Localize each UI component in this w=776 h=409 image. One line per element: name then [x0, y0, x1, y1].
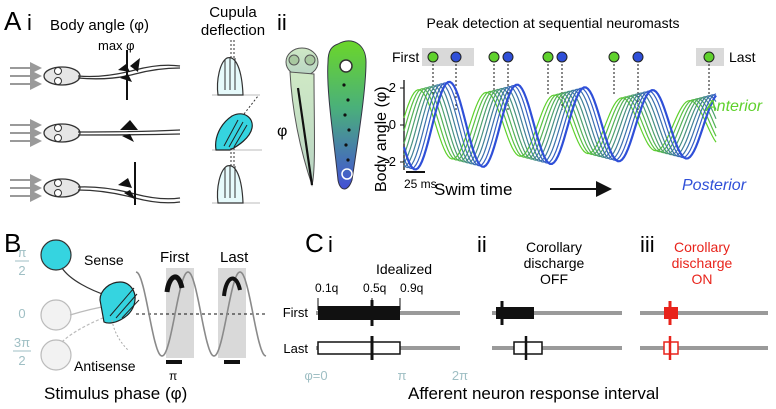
panel-letter-b: B: [4, 228, 21, 258]
pi-label: π: [169, 369, 177, 383]
last-response-bar: [317, 341, 401, 355]
first-label: First: [160, 249, 190, 266]
q-label: 0.1q: [315, 281, 338, 295]
anterior-label: Anterior: [705, 98, 763, 115]
row-label-last: Last: [283, 341, 308, 356]
fish-row-1: [10, 38, 260, 100]
cd-on-title-2: discharge: [672, 255, 733, 271]
phase-label-den: 2: [18, 353, 25, 368]
last-response-highlight: [222, 276, 242, 297]
cupula-title-line1: Cupula: [209, 4, 257, 21]
panel-c-i-numeral: i: [328, 232, 333, 257]
stimulus-sine: [135, 271, 267, 357]
cd-off-last-bar: [513, 341, 543, 355]
body-angle-trace: [403, 85, 717, 164]
first-response-bar: [318, 306, 400, 320]
phase-label-zero: 0: [18, 306, 25, 321]
q-label: 0.5q: [363, 281, 386, 295]
last-label: Last: [729, 49, 756, 65]
cd-on-title-3: ON: [692, 271, 713, 287]
body-angle-title: Body angle (φ): [50, 17, 149, 34]
posterior-peak-dot: [502, 51, 514, 63]
cupula-cyan-icon: [99, 281, 136, 324]
cupula-title-line2: deflection: [201, 22, 265, 39]
anterior-peak-dot: [488, 51, 500, 63]
x-axis-label: Swim time: [434, 180, 512, 199]
q-label: 0.9q: [400, 281, 423, 295]
fish-row-3: [10, 148, 260, 205]
phi-label: φ: [277, 123, 287, 140]
peak-markers: [427, 51, 715, 110]
anterior-peak-dot: [703, 51, 715, 63]
panel-c-iii-numeral: iii: [640, 232, 655, 257]
antisense-label: Antisense: [74, 358, 136, 374]
y-axis-label: Body angle (φ): [373, 86, 390, 192]
cupula-deflected-icon: [215, 113, 253, 151]
axis-tick: φ=0: [304, 368, 327, 383]
posterior-peak-dot: [450, 51, 462, 63]
panel-a-i-numeral: i: [27, 10, 32, 35]
hair-cell-diagram: [40, 239, 140, 371]
cd-off-first-bar: [496, 307, 534, 319]
stimulus-phase-label: Stimulus phase (φ): [44, 384, 187, 403]
panel-c-ii-numeral: ii: [477, 232, 487, 257]
fish-head-icon: [43, 123, 81, 143]
y-tick-label: 0: [389, 117, 396, 132]
body-axis-line: [296, 87, 314, 186]
axis-tick: 2π: [452, 368, 468, 383]
scale-bar-label: 25 ms: [404, 177, 437, 191]
posterior-label: Posterior: [682, 177, 747, 194]
phase-axis-ticks: φ=0 π 2π: [304, 368, 468, 383]
anterior-peak-dot: [542, 51, 554, 63]
phase-label-den: 2: [18, 263, 25, 278]
larva-dorsal-view: [327, 40, 367, 190]
body-angle-trace: [403, 82, 717, 170]
phase-label-num: π: [18, 245, 27, 260]
idealized-title: Idealized: [376, 261, 432, 277]
anterior-peak-dot: [427, 51, 439, 63]
y-tick-label: -2: [384, 154, 396, 169]
sense-neuron-icon: [40, 239, 72, 271]
neuron-zero-icon: [40, 299, 72, 331]
axis-tick: π: [398, 368, 407, 383]
peak-detection-title: Peak detection at sequential neuromasts: [427, 15, 680, 31]
anterior-peak-dot: [608, 51, 620, 63]
body-angle-trace: [402, 80, 717, 171]
row-label-first: First: [283, 305, 309, 320]
q-labels: 0.1q 0.5q 0.9q: [315, 281, 423, 295]
first-label: First: [392, 49, 419, 65]
cd-on-title-1: Corollary: [674, 239, 730, 255]
body-angle-trace: [403, 86, 717, 163]
body-angle-traces: [402, 80, 717, 171]
body-angle-trace: [403, 88, 717, 161]
y-tick-label: 2: [389, 80, 396, 95]
larva-side-view: φ: [277, 47, 319, 187]
fish-head-icon: [43, 178, 81, 198]
fish-head-icon: [43, 66, 81, 86]
last-label: Last: [220, 249, 249, 266]
phase-labels: π 2 0 3π 2: [13, 245, 31, 368]
y-ticks: 2 0 -2: [384, 80, 404, 169]
panel-letter-c: C: [305, 228, 324, 258]
sense-label: Sense: [84, 252, 124, 268]
antisense-neuron-icon: [40, 339, 72, 371]
fish-row-2: [10, 95, 262, 151]
posterior-peak-dot: [556, 51, 568, 63]
last-phase-window: [218, 268, 246, 358]
cd-off-title-2: discharge: [524, 255, 585, 271]
stimulus-wave: [135, 271, 267, 357]
body-angle-trace: [403, 83, 717, 169]
phase-label-num: 3π: [14, 335, 30, 350]
panel-a-ii-numeral: ii: [277, 10, 287, 35]
panel-letter-a: A: [4, 6, 22, 36]
posterior-peak-dot: [632, 51, 644, 63]
body-angle-trace: [403, 84, 717, 168]
cd-off-title-1: Corollary: [526, 239, 582, 255]
first-response-highlight: [164, 274, 185, 293]
response-interval-label: Afferent neuron response interval: [408, 384, 659, 403]
max-phi-label: max φ: [98, 38, 135, 53]
cd-off-title-3: OFF: [540, 271, 568, 287]
